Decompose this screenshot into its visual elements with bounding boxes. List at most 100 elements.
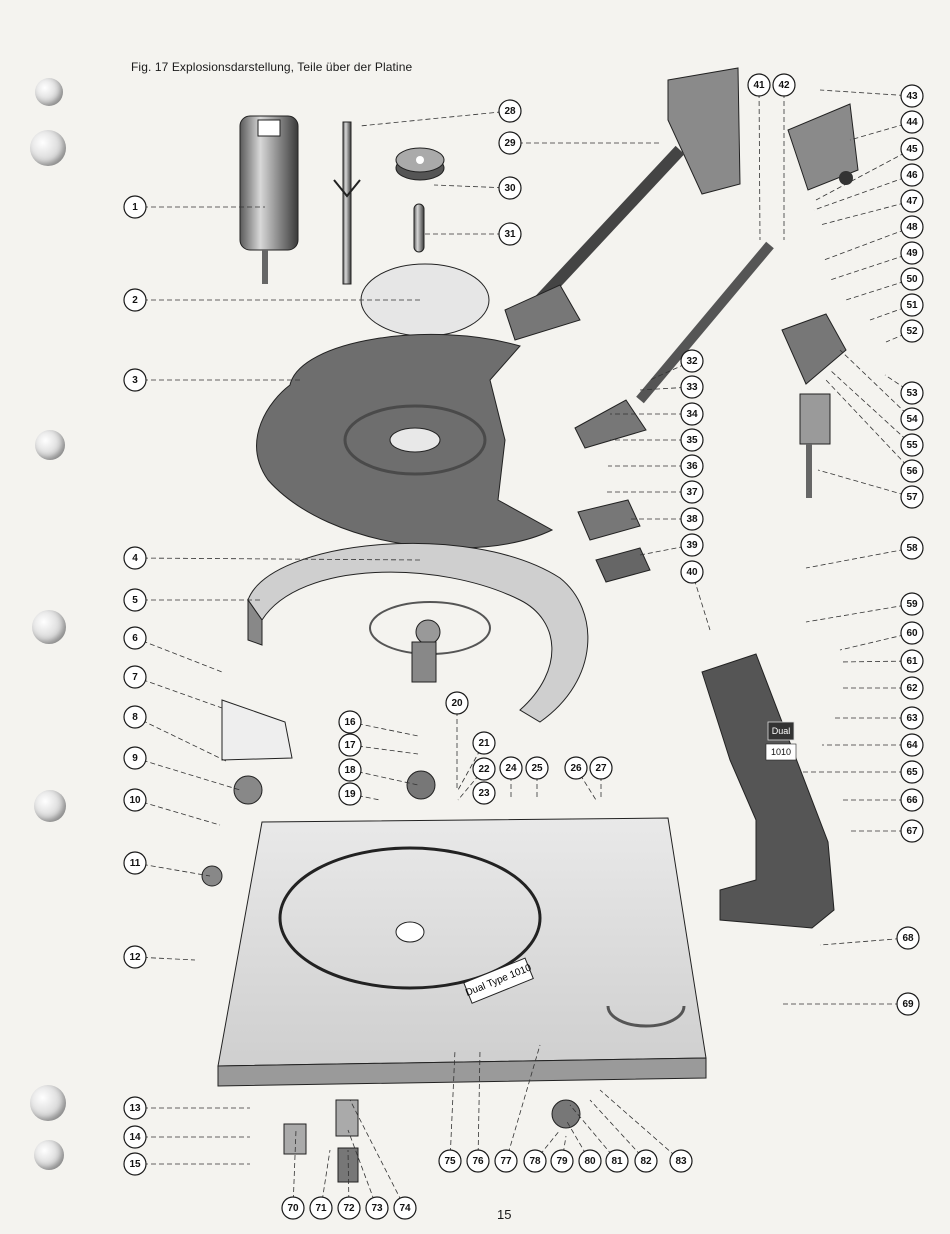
callout-circle	[900, 788, 924, 812]
callout-circle	[900, 459, 924, 483]
callout-77: 77	[494, 1044, 541, 1173]
callout-circle	[498, 131, 522, 155]
callout-46: 46	[813, 163, 924, 211]
callout-circle	[680, 402, 704, 426]
callout-circle	[472, 757, 496, 781]
tonearm-base: Dual 1010	[701, 653, 835, 929]
callout-circle	[438, 1149, 462, 1173]
callout-number: 64	[906, 740, 918, 751]
callout-28: 28	[359, 99, 522, 127]
binder-hole	[35, 78, 63, 106]
callout-number: 50	[906, 274, 918, 285]
callout-number: 48	[906, 222, 918, 233]
binder-hole	[34, 790, 66, 822]
callout-number: 18	[344, 765, 356, 776]
cartridge-holder	[577, 499, 641, 541]
callout-48: 48	[823, 215, 924, 261]
callout-number: 23	[478, 788, 490, 799]
callout-circle	[900, 621, 924, 645]
callout-number: 22	[478, 764, 490, 775]
callout-number: 53	[906, 388, 918, 399]
callout-number: 70	[287, 1203, 299, 1214]
callout-79: 79	[550, 1135, 574, 1173]
callout-circle	[123, 788, 147, 812]
callout-circle	[900, 819, 924, 843]
callout-17: 17	[338, 733, 419, 757]
callout-26: 26	[564, 756, 597, 801]
callout-number: 31	[504, 229, 516, 240]
callout-49: 49	[829, 241, 924, 281]
callout-75: 75	[438, 1049, 462, 1173]
callout-63: 63	[832, 706, 924, 730]
leader-line	[599, 1089, 682, 1162]
callout-82: 82	[589, 1099, 658, 1173]
callout-circle	[337, 1196, 361, 1220]
leader-line	[134, 676, 223, 709]
leader-line	[823, 226, 913, 261]
callout-number: 2	[132, 295, 138, 306]
callout-67: 67	[850, 819, 924, 843]
callout-circle	[123, 705, 147, 729]
callout-2: 2	[123, 288, 420, 312]
leader-line	[839, 660, 913, 663]
callout-circle	[680, 507, 704, 531]
callout-circle	[365, 1196, 389, 1220]
callout-71: 71	[309, 1149, 333, 1220]
brand-label: Dual	[772, 726, 791, 736]
leader-line	[505, 1044, 541, 1162]
callout-81: 81	[569, 1104, 629, 1173]
callout-number: 58	[906, 543, 918, 554]
callout-number: 74	[399, 1203, 411, 1214]
callout-circle	[605, 1149, 629, 1173]
callout-circle	[900, 407, 924, 431]
callout-circle	[900, 319, 924, 343]
callout-number: 17	[344, 740, 356, 751]
callout-circle	[123, 665, 147, 689]
callout-number: 77	[500, 1156, 512, 1167]
spring-assembly	[283, 1099, 581, 1183]
callout-circle	[281, 1196, 305, 1220]
callout-circle	[680, 349, 704, 373]
callout-76: 76	[466, 1049, 490, 1173]
callout-62: 62	[840, 676, 924, 700]
callout-1: 1	[123, 195, 265, 219]
arm-mount-bracket	[781, 313, 847, 498]
callout-circle	[498, 99, 522, 123]
leader-line	[134, 862, 211, 877]
callout-number: 19	[344, 789, 356, 800]
spacer-disc	[360, 263, 490, 337]
callout-circle	[900, 536, 924, 560]
callout-number: 25	[531, 763, 543, 774]
leader-line	[134, 637, 223, 673]
callout-circle	[900, 592, 924, 616]
callout-number: 7	[132, 672, 138, 683]
callout-13: 13	[123, 1096, 250, 1120]
motor-housing	[239, 115, 299, 284]
callout-circle	[550, 1149, 574, 1173]
callout-50: 50	[845, 267, 924, 301]
callout-number: 79	[556, 1156, 568, 1167]
leader-line	[805, 603, 913, 623]
callout-44: 44	[849, 110, 924, 141]
callout-number: 24	[505, 763, 517, 774]
binder-hole	[32, 610, 66, 644]
knurled-knob	[395, 147, 445, 181]
arm-bearing-housing	[787, 103, 859, 191]
callout-6: 6	[123, 626, 223, 673]
figure-title: Fig. 17 Explosionsdarstellung, Teile übe…	[131, 60, 413, 74]
leader-line	[817, 469, 913, 498]
callout-number: 8	[132, 712, 138, 723]
callout-circle	[499, 756, 523, 780]
callout-52: 52	[885, 319, 924, 343]
callout-circle	[564, 756, 588, 780]
callout-circle	[525, 756, 549, 780]
callout-number: 82	[640, 1156, 652, 1167]
callout-circle	[498, 176, 522, 200]
callout-45: 45	[815, 137, 924, 201]
binder-hole	[35, 430, 65, 460]
callout-11: 11	[123, 851, 211, 877]
callout-number: 40	[686, 567, 698, 578]
callout-number: 80	[584, 1156, 596, 1167]
callout-circle	[680, 560, 704, 584]
callout-number: 67	[906, 826, 918, 837]
